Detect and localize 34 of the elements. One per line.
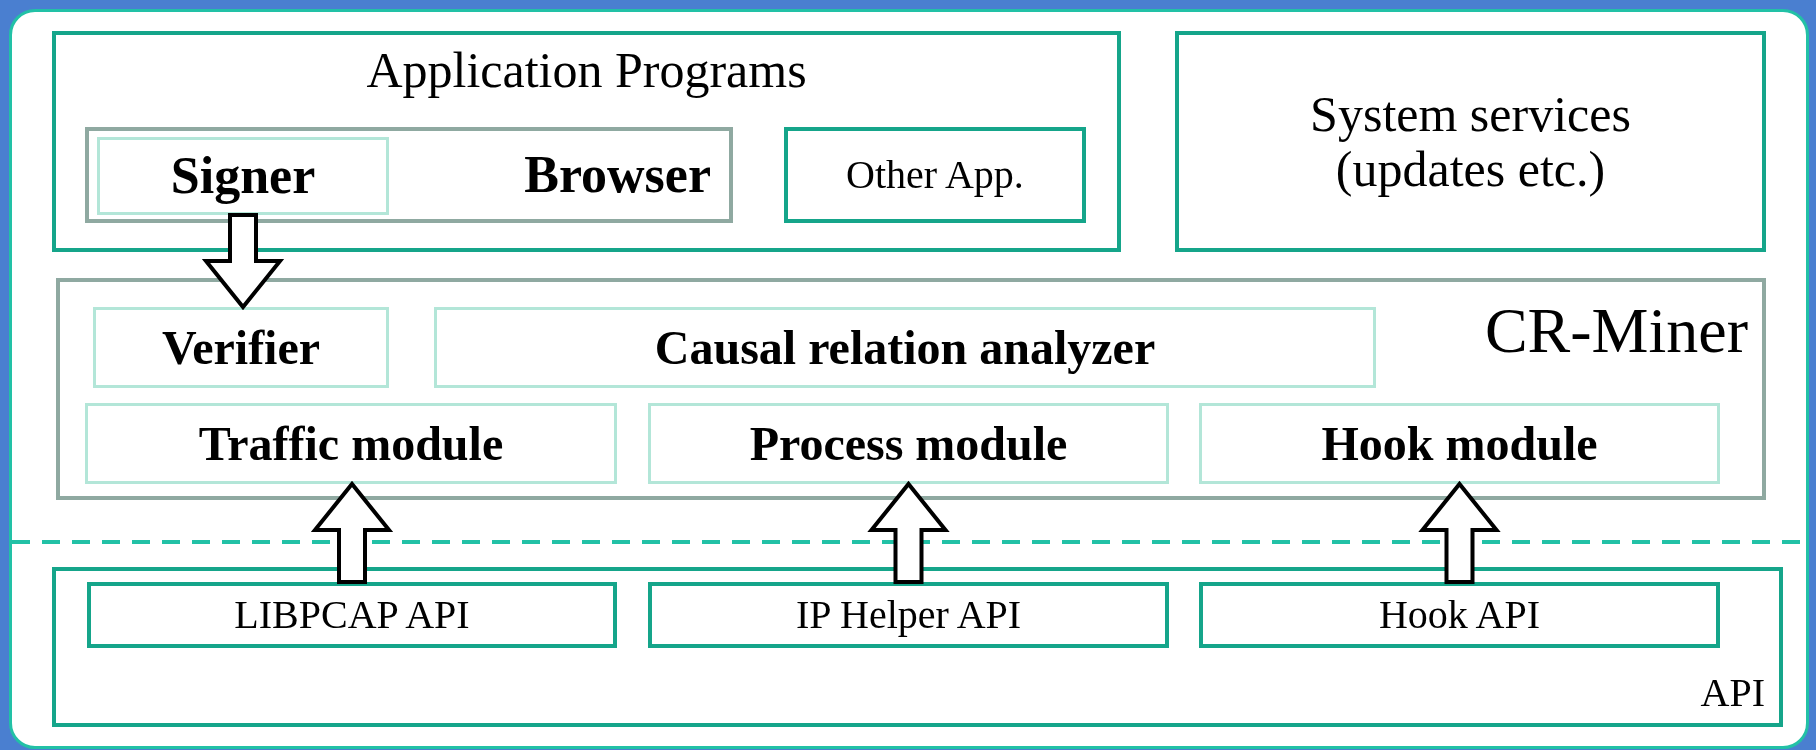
module-box [434,307,1376,388]
module-box [1199,403,1720,484]
node-label: IP Helper API [795,593,1022,637]
api-box [1199,582,1720,648]
node-label: LIBPCAP API [234,593,470,637]
block-arrow [201,213,285,311]
node-label: Causal relation analyzer [654,321,1156,374]
node-label: Process module [749,417,1068,470]
node-label: API [1700,671,1765,715]
module-box [648,403,1169,484]
layer-box [52,567,1783,727]
node-label: Hook module [1321,417,1598,470]
node-label: Browser [524,146,711,204]
node-label: System services (updates etc.) [1309,86,1632,197]
block-arrow [1418,480,1501,584]
node-label: Signer [170,147,316,205]
module-box [85,403,617,484]
component-box [784,127,1086,223]
block-arrow [867,480,950,584]
node-label: Application Programs [365,43,808,98]
component-box [97,137,389,215]
block-arrow [310,480,394,584]
node-label: Other App. [846,153,1024,197]
node-label: Verifier [161,321,321,374]
group-box [85,127,733,223]
api-box [648,582,1169,648]
layer-box [56,278,1766,500]
layer-box [1175,31,1766,252]
layer-box [52,31,1121,252]
module-box [93,307,389,388]
node-label: Hook API [1378,593,1541,637]
layer-title: CR-Miner [1484,296,1748,367]
node-label: Traffic module [198,417,504,470]
api-box [87,582,617,648]
